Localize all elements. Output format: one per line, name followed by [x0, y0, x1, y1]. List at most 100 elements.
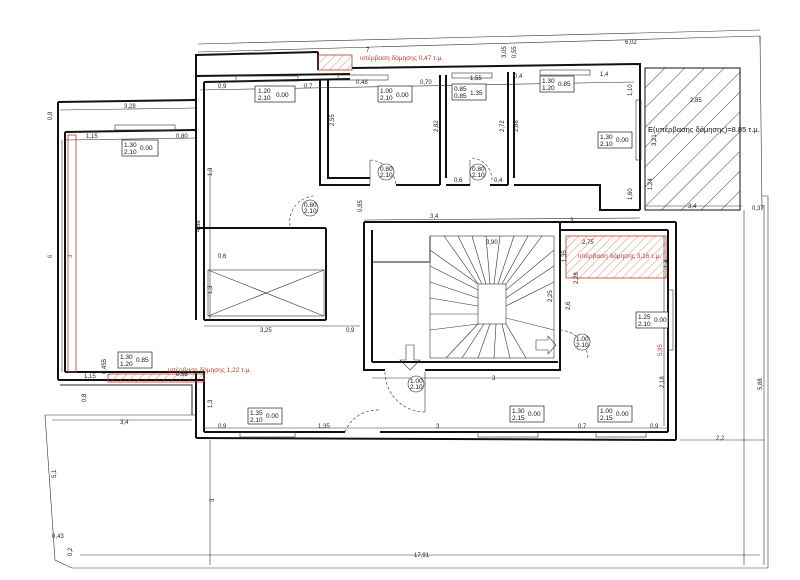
shaft-cross	[207, 269, 325, 317]
svg-text:0.00: 0.00	[266, 413, 279, 420]
dim-d055: 0,55	[176, 372, 188, 378]
svg-text:2.10: 2.10	[410, 384, 423, 391]
svg-text:0.80: 0.80	[380, 166, 393, 173]
dim-d595: 5,95	[658, 344, 664, 356]
window-label-w4: 1.30 1.20 0.85	[539, 75, 575, 93]
dim-d13a: 1,3	[208, 167, 214, 176]
svg-text:1.00: 1.00	[600, 408, 613, 415]
dim-d06b: 0,6	[454, 178, 463, 184]
dim-top-6: 0,55	[512, 46, 518, 58]
door-label-d4: 1.00 2.10	[573, 333, 591, 351]
dim-left-bal: 0,8	[48, 111, 54, 120]
svg-text:1.00: 1.00	[380, 88, 393, 95]
dim-d321: 3,21	[652, 134, 658, 146]
dim-d048: 0,48	[356, 80, 368, 86]
dim-top-total: 6,02	[625, 40, 637, 46]
svg-text:0.80: 0.80	[472, 166, 485, 173]
door-swings	[289, 157, 589, 433]
note-overbuild-top: υπέρβαση δόμησης 0,47 τ.μ.	[360, 54, 443, 62]
dim-d14: 1,4	[600, 72, 609, 78]
svg-text:0.00: 0.00	[276, 92, 289, 99]
note-overbuild-stair: υπέρβαση δόμησης 3,16 τ.μ.	[578, 252, 661, 260]
door-label-d5: 1.00 2.10	[407, 375, 425, 393]
dim-left-top: 3,28	[124, 104, 136, 110]
window-label-w7: 1.25 2.10 0.00	[635, 311, 669, 329]
dim-d07b: 0,7	[578, 424, 587, 430]
dim-d09c: 0,9	[218, 424, 227, 430]
dim-d115b: 1,15	[84, 374, 96, 380]
window-label-w1: 1.20 2.10 0.00	[254, 85, 296, 103]
svg-text:0.85: 0.85	[454, 93, 467, 100]
dim-d218: 2,18	[660, 376, 666, 388]
svg-text:0.00: 0.00	[140, 145, 153, 152]
svg-text:2.10: 2.10	[638, 321, 651, 328]
overbuild-hatch-right	[644, 67, 741, 211]
dim-d09b: 0,9	[346, 328, 355, 334]
dim-d282: 2,82	[434, 120, 440, 132]
svg-text:2.10: 2.10	[304, 208, 317, 215]
building-walls	[57, 51, 677, 441]
dim-d07: 0,7	[304, 84, 313, 90]
dim-d6: 6	[48, 254, 54, 258]
dim-d135: 1,35	[562, 250, 568, 262]
svg-text:1.20: 1.20	[542, 85, 555, 92]
dim-d34a: 3,4	[430, 214, 439, 220]
dim-d160: 1,60	[628, 188, 634, 200]
svg-text:0.85: 0.85	[136, 357, 149, 364]
dim-d04: 0,4	[514, 74, 523, 80]
dim-d51: 5,1	[52, 469, 58, 478]
window-label-w10: 1.30 2.15 0.00	[509, 405, 545, 423]
dim-d08: 0,8	[82, 393, 88, 402]
svg-text:2.10: 2.10	[250, 417, 263, 424]
window-label-w6: 1.30 2.10 0.00	[597, 131, 633, 149]
svg-text:1.35: 1.35	[470, 90, 483, 97]
dim-d588: 5,88	[758, 378, 764, 390]
svg-text:1.30: 1.30	[120, 354, 133, 361]
dim-d228: 2,28	[574, 272, 580, 284]
dim-d255: 2,55	[330, 114, 336, 126]
svg-text:2.10: 2.10	[380, 95, 393, 102]
svg-text:1.00: 1.00	[410, 378, 423, 385]
svg-text:2.10: 2.10	[124, 149, 137, 156]
dim-d135b: 1,35	[318, 424, 330, 430]
door-label-d2: 0.80 2.10	[469, 163, 487, 181]
dim-d13b: 1,3	[208, 285, 214, 294]
window-label-w8: 1.30 1.20 0.85	[117, 351, 153, 369]
dim-d275: 2,75	[582, 240, 594, 246]
dim-d325: 3,25	[260, 328, 272, 334]
dim-d09d: 0,9	[650, 424, 659, 430]
window-label-w3: 0.85 0.85 1.35	[451, 83, 487, 101]
dim-d14b: 1,4	[664, 259, 670, 268]
svg-text:1.20: 1.20	[120, 361, 133, 368]
dim-d268: 2,68	[514, 120, 520, 132]
svg-text:2.10: 2.10	[576, 342, 589, 349]
note-overbuild-right-top: Ε(υπέρβασης δόμησης)=8.85 τ.μ.	[648, 125, 760, 134]
svg-text:0.85: 0.85	[454, 86, 467, 93]
dim-d155: 1,55	[470, 76, 482, 82]
plot-boundary	[44, 35, 769, 569]
dim-top-seven: 7	[366, 48, 370, 54]
svg-text:0.00: 0.00	[396, 92, 409, 99]
dim-d272: 2,72	[500, 120, 506, 132]
overbuild-strip-left	[67, 134, 77, 373]
svg-text:1.25: 1.25	[638, 314, 651, 321]
dim-d06a: 0,6	[218, 254, 227, 260]
svg-text:2.15: 2.15	[512, 415, 525, 422]
dim-d037: 0,37	[752, 206, 764, 212]
window-label-w11: 1.00 2.15 0.00	[597, 405, 633, 423]
svg-text:2.15: 2.15	[600, 415, 613, 422]
dim-d13c: 1,3	[208, 399, 214, 408]
overbuild-hatch-top	[317, 54, 353, 71]
staircase	[399, 235, 557, 371]
svg-text:1.00: 1.00	[576, 336, 589, 343]
dim-d3b: 3	[492, 376, 496, 382]
svg-text:1.30: 1.30	[512, 408, 525, 415]
svg-text:1.30: 1.30	[600, 134, 613, 141]
window-label-w2: 1.00 2.10 0.00	[377, 85, 413, 103]
overbuild-hatch-stair	[565, 235, 667, 279]
svg-text:1.20: 1.20	[258, 88, 271, 95]
dim-d04b: 0,4	[494, 178, 503, 184]
svg-text:2.10: 2.10	[380, 172, 393, 179]
dim-d22: 2,2	[716, 436, 725, 442]
